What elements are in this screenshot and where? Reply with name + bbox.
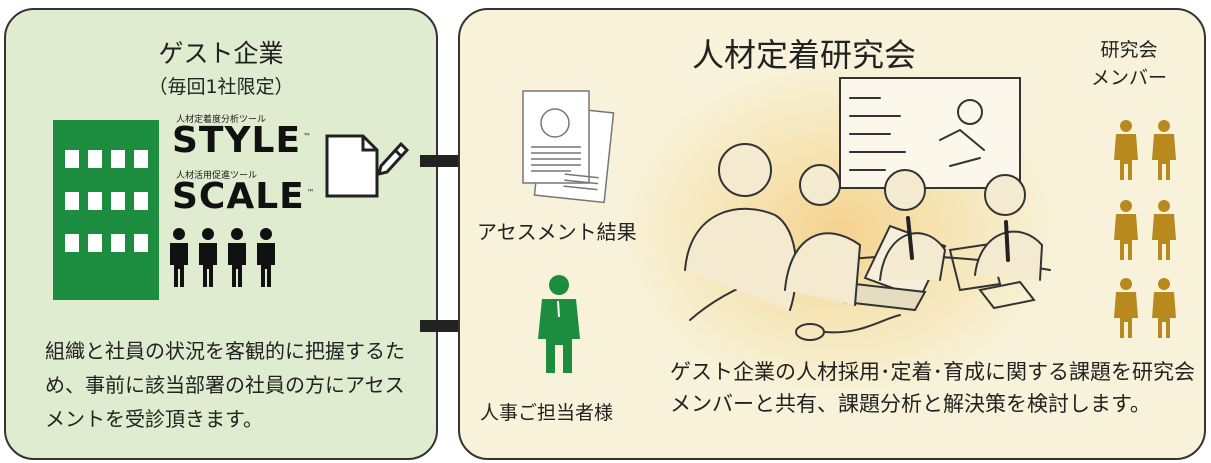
guest-company-content: ゲスト企業 （毎回1社限定） [4,8,438,460]
members-icon [1114,120,1176,338]
style-name: STYLE [172,120,302,161]
employees-icon [170,228,275,287]
assessment-documents-icon [522,90,615,204]
members-label: 研究会 メンバー [1074,36,1184,92]
guest-description: 組織と社員の状況を客観的に把握するため、事前に該当部署の社員の方にアセスメントを… [45,339,405,431]
members-label-line2: メンバー [1090,67,1167,89]
guest-title: ゲスト企業 [158,39,284,68]
study-group-panel: 人材定着研究会 研究会 メンバー [458,8,1206,460]
hr-label: 人事ご担当者様 [480,402,614,424]
scale-tagline: 人材活用促進ツール [176,171,258,181]
study-group-description: ゲスト企業の人材採用･定着･育成に関する課題を研究会メンバーと共有、課題分析と解… [670,360,1195,416]
scale-tm: ™ [306,188,316,197]
building-icon [53,120,159,300]
meeting-illustration [684,77,1051,341]
scale-name: SCALE [172,176,305,217]
assessment-label: アセスメント結果 [477,220,637,244]
guest-subtitle: （毎回1社限定） [148,76,294,98]
style-tagline: 人材定着度分析ツール [176,115,267,125]
hr-person-icon [538,275,580,373]
document-pen-icon [325,134,410,198]
study-group-title: 人材定着研究会 [692,36,917,74]
members-label-line1: 研究会 [1100,39,1158,61]
style-tm: ™ [303,132,313,141]
